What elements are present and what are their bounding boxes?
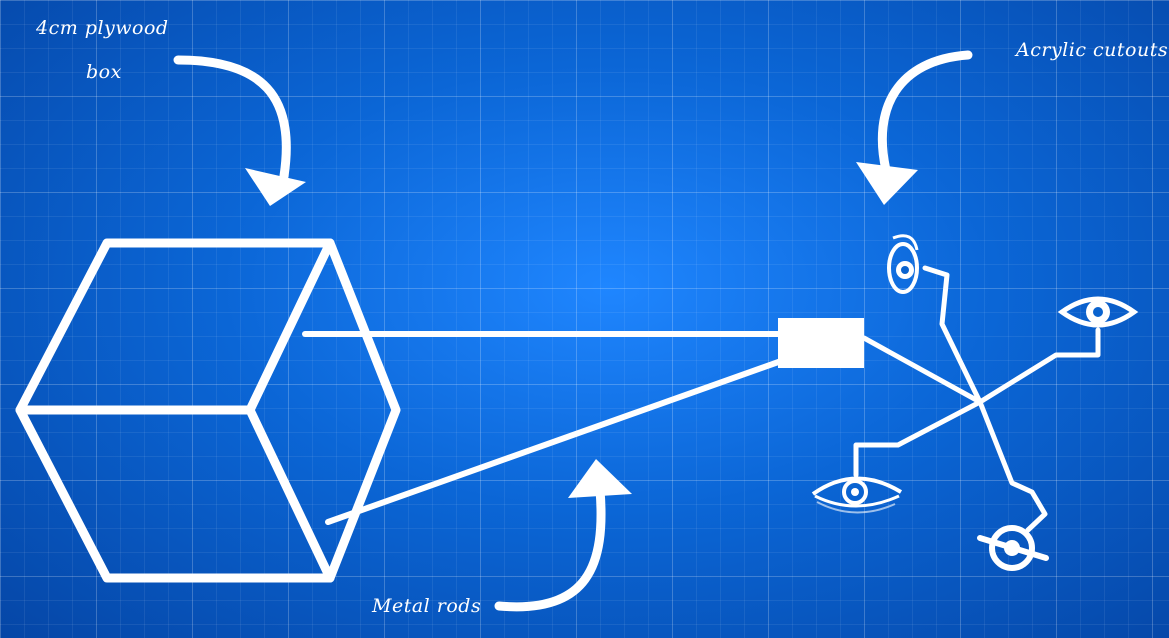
- plywood-box-label-line2: box: [86, 61, 122, 83]
- eye-icon: [977, 525, 1049, 571]
- eye-icon: [887, 234, 919, 294]
- eye-icon: [1057, 296, 1139, 328]
- wire-frame: [853, 265, 1101, 533]
- curved-arrow-icon: [856, 50, 973, 205]
- wire-to-left-eye: [853, 399, 983, 478]
- curved-arrow-icon: [173, 55, 306, 206]
- connector-block: [778, 318, 864, 368]
- rod-lower: [325, 357, 787, 525]
- plywood-box-label-line1: 4cm plywood: [36, 17, 169, 39]
- eye-icon: [811, 476, 903, 514]
- cube-edge-upper: [245, 238, 335, 415]
- metal-rods-label: Metal rods: [372, 595, 482, 617]
- wire-to-right-eye: [977, 327, 1101, 405]
- metal-rods: [302, 331, 787, 525]
- cube-edge-lower: [245, 405, 335, 583]
- plywood-box-cube: [15, 238, 401, 583]
- wire-to-top-eye: [922, 265, 983, 405]
- curved-arrow-icon: [494, 459, 632, 612]
- wire-main: [861, 335, 983, 405]
- acrylic-cutouts-label: Acrylic cutouts: [1016, 39, 1169, 61]
- wire-to-bottom-eye: [977, 399, 1048, 533]
